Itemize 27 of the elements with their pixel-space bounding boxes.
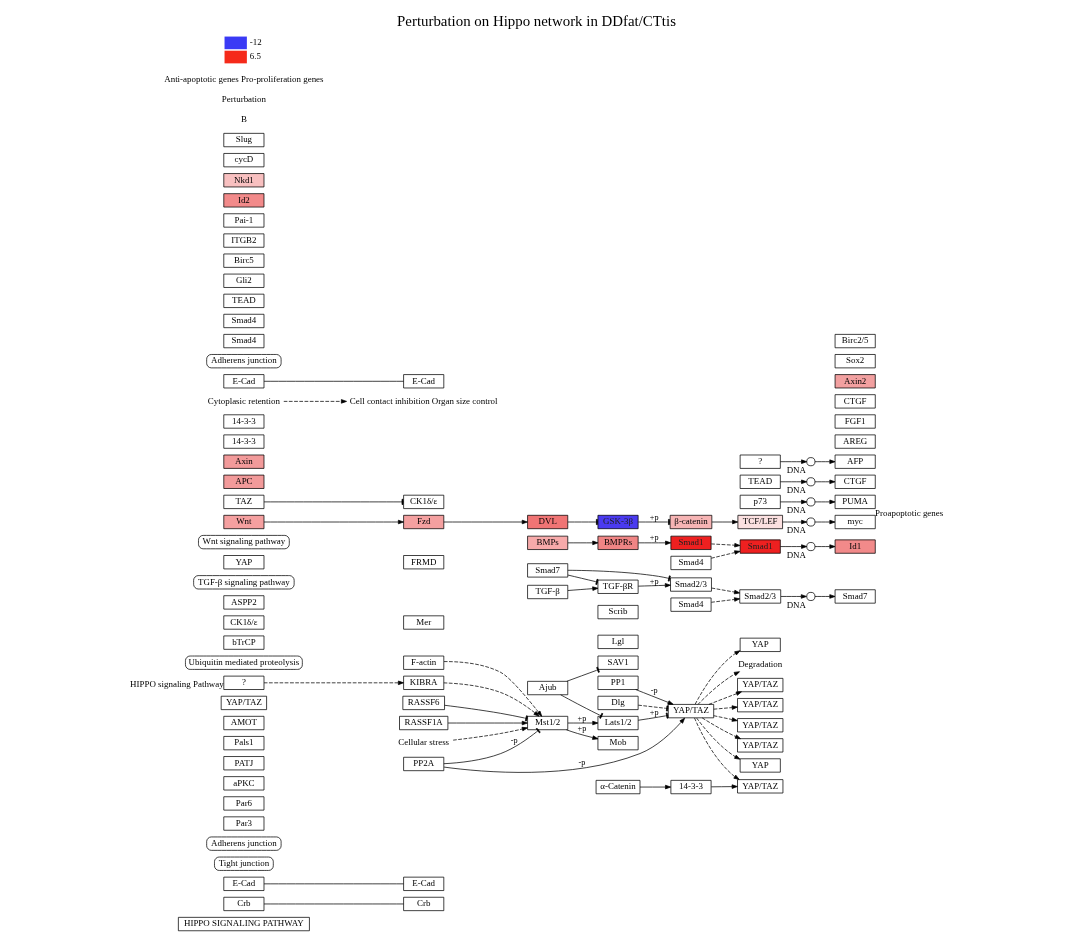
node-label: HIPPO signaling Pathway	[129, 678, 224, 689]
node-label: DNA	[786, 599, 806, 610]
node-label: DNA	[786, 464, 806, 475]
label: B	[240, 114, 247, 125]
edge-label: +p	[577, 724, 586, 734]
node-label: DNA	[786, 525, 806, 536]
label: Anti-apoptotic genes Pro-proliferation genes	[163, 74, 324, 85]
label: Perturbation	[221, 94, 266, 105]
edge-label: +p	[649, 707, 658, 717]
node-text: Cell contact inhibition Organ size control	[349, 395, 498, 406]
edge-label: +p	[577, 713, 586, 723]
edge-label: -p	[510, 735, 518, 745]
edge-label: +p	[649, 533, 658, 543]
node-text: Cytoplasic retention	[207, 395, 280, 406]
node-label: DNA	[786, 485, 806, 496]
edge-label: -p	[578, 758, 585, 768]
edge-label: -p	[650, 686, 658, 696]
edge-label: +p	[649, 576, 658, 586]
legend-label: 6.5	[249, 51, 261, 62]
node-text: Degradation	[737, 659, 782, 670]
node-text: Cellular stress	[397, 737, 449, 748]
legend-label: -12	[249, 37, 262, 48]
edge-label: +p	[649, 512, 658, 522]
node-label: DNA	[786, 505, 806, 516]
diagram-title: Perturbation on Hippo network in DDfat/CTtis	[396, 13, 676, 30]
node-label: DNA	[786, 549, 806, 560]
node-label: Proapoptotic genes	[874, 507, 943, 518]
